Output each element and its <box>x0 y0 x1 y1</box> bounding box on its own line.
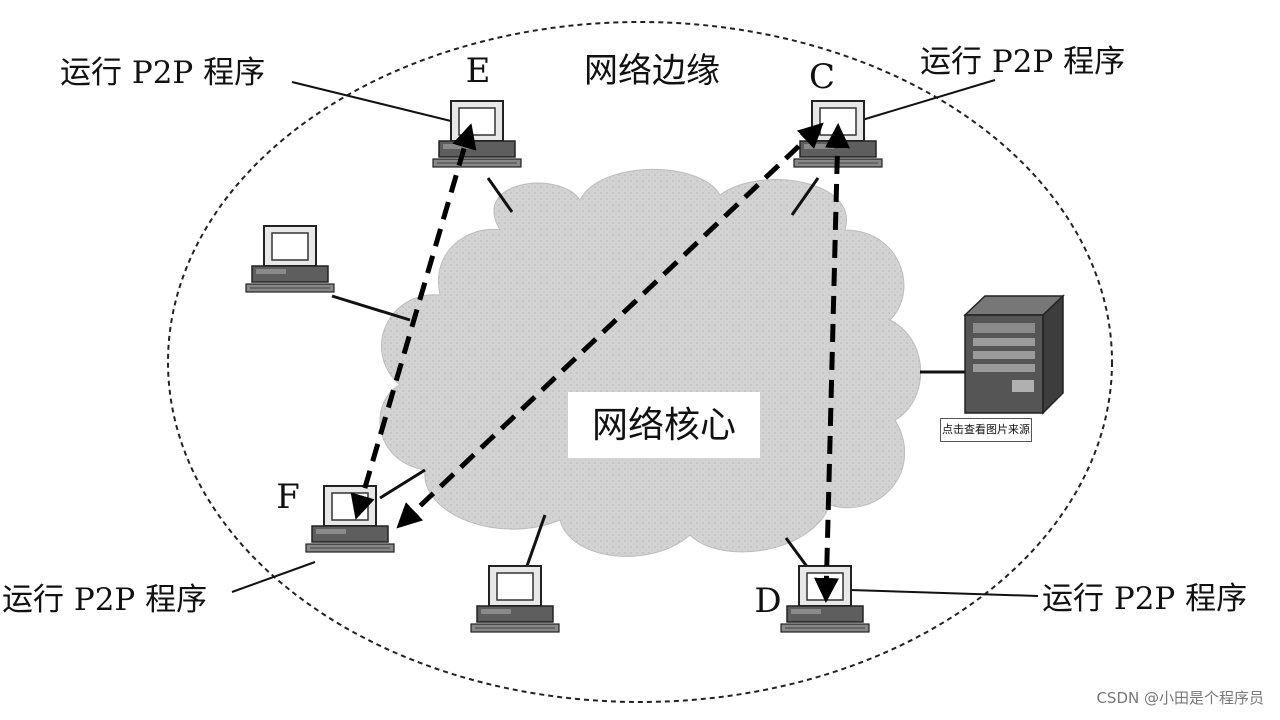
callout-F <box>231 561 316 593</box>
p2p-label-E: 运行 P2P 程序 <box>60 55 265 91</box>
server-icon <box>963 294 1065 415</box>
core-label: 网络核心 <box>592 405 736 446</box>
host-bottom <box>470 565 560 633</box>
p2p-label-F: 运行 P2P 程序 <box>2 582 207 618</box>
p2p-arrows <box>350 122 850 603</box>
link-D <box>784 537 810 569</box>
callout-C <box>861 79 996 121</box>
host-E <box>432 100 522 168</box>
watermark: CSDN @小田是个程序员 <box>1096 689 1264 707</box>
link-F <box>379 468 426 500</box>
image-source-tag[interactable]: 点击查看图片来源 <box>940 418 1032 442</box>
host-label-F: F <box>276 477 300 517</box>
host-label-E: E <box>466 51 491 91</box>
callout-D <box>849 589 1039 597</box>
host-left <box>245 225 335 293</box>
p2p-label-C: 运行 P2P 程序 <box>920 44 1125 80</box>
arrow-C-F <box>396 122 824 529</box>
p2p-label-D: 运行 P2P 程序 <box>1042 581 1247 617</box>
host-label-D: D <box>754 581 781 621</box>
callout-E <box>291 81 456 123</box>
network-edge-boundary <box>167 21 1113 703</box>
host-label-C: C <box>809 57 835 97</box>
arrow-C-D <box>814 123 850 603</box>
edge-label: 网络边缘 <box>584 51 720 91</box>
network-core-cloud <box>379 168 922 557</box>
callout-lines <box>231 79 1039 597</box>
